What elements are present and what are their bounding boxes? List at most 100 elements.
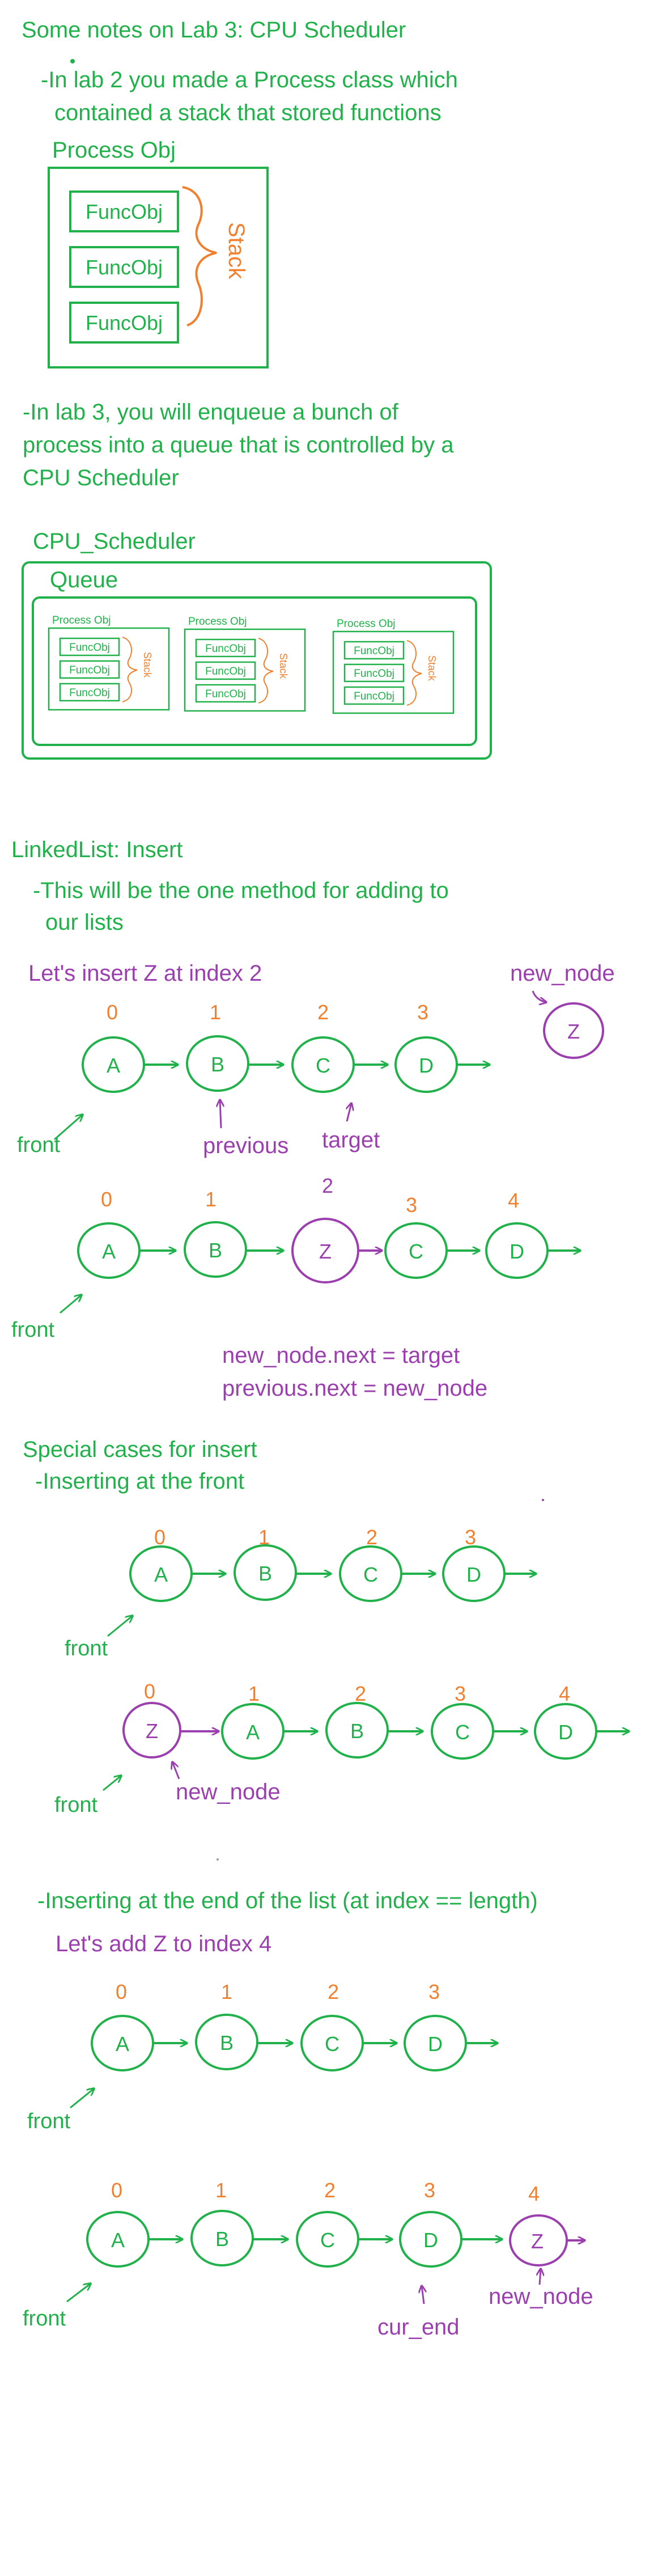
end-case-label: -Inserting at the end of the list (at in… [37, 1888, 538, 1913]
list-diagram-after-insert: 0 1 2 3 4 A B Z C D front new_node.next … [11, 1174, 580, 1401]
stack-label: Stack [224, 222, 249, 279]
svg-text:D: D [428, 2032, 443, 2056]
front-label: front [27, 2109, 70, 2133]
svg-text:D: D [510, 1240, 524, 1263]
process-obj-label: Process Obj [52, 138, 176, 163]
svg-text:B: B [220, 2031, 234, 2054]
svg-text:C: C [316, 1054, 330, 1077]
queued-process: Process Obj FuncObj FuncObj FuncObj Stac… [332, 618, 455, 714]
front-label: front [11, 1318, 54, 1342]
list-diagram-end-before: 0 1 2 3 A B C D front [27, 1980, 498, 2133]
end-example-title: Let's add Z to index 4 [56, 1931, 271, 1956]
func-obj-label: FuncObj [86, 256, 163, 279]
mini-process-label: Process Obj [188, 616, 247, 628]
insert-heading: LinkedList: Insert [11, 837, 183, 862]
index-label: 1 [215, 2179, 227, 2202]
func-obj-box [69, 246, 179, 288]
cpu-scheduler-box [22, 561, 492, 760]
svg-text:Z: Z [567, 1020, 580, 1043]
svg-text:Z: Z [531, 2230, 544, 2253]
new-node-label: new_node [176, 1780, 281, 1804]
code-line-1: new_node.next = target [222, 1343, 460, 1368]
index-label: 3 [417, 1001, 428, 1024]
ink-dot [542, 1499, 544, 1501]
svg-text:Z: Z [146, 1719, 158, 1743]
func-obj-box [69, 302, 179, 344]
index-label: 2 [324, 2179, 336, 2202]
svg-text:B: B [211, 1053, 224, 1076]
list-diagram-front-before: 0 1 2 3 A B C D front [65, 1526, 536, 1660]
front-label: front [54, 1793, 97, 1817]
lab3-line-2: process into a queue that is controlled … [23, 433, 454, 457]
svg-text:Stack: Stack [278, 653, 289, 679]
index-label: 2 [317, 1001, 329, 1024]
index-label: 3 [424, 2179, 435, 2202]
insert-desc-line-1: -This will be the one method for adding … [33, 878, 449, 903]
svg-text:D: D [419, 1054, 434, 1077]
svg-text:FuncObj: FuncObj [354, 645, 394, 657]
special-heading: Special cases for insert [23, 1437, 257, 1462]
svg-text:B: B [215, 2227, 229, 2251]
front-label: front [17, 1133, 60, 1157]
svg-text:A: A [102, 1240, 116, 1263]
cpu-scheduler-label: CPU_Scheduler [33, 529, 196, 554]
svg-text:Stack: Stack [426, 655, 438, 681]
notes-title: Some notes on Lab 3: CPU Scheduler [22, 18, 406, 43]
svg-text:FuncObj: FuncObj [69, 687, 110, 699]
insert-example-title: Let's insert Z at index 2 [28, 961, 262, 986]
index-label: 4 [508, 1189, 519, 1212]
index-label: 3 [428, 1980, 440, 2003]
svg-text:FuncObj: FuncObj [69, 664, 110, 676]
svg-text:B: B [350, 1719, 364, 1743]
lab2-line-2: contained a stack that stored functions [54, 100, 442, 125]
index-label: 2 [366, 1526, 377, 1549]
queued-process: Process Obj FuncObj FuncObj FuncObj Stac… [184, 616, 306, 712]
lab3-line-3: CPU Scheduler [23, 465, 179, 490]
queue-label: Queue [50, 567, 118, 592]
process-obj-box [48, 167, 269, 368]
index-label: 2 [322, 1174, 333, 1197]
index-label: 1 [210, 1001, 221, 1024]
lab2-line-1: -In lab 2 you made a Process class which [41, 67, 458, 92]
svg-text:C: C [325, 2032, 340, 2056]
index-label: 3 [465, 1526, 476, 1549]
index-label: 1 [205, 1188, 217, 1211]
index-label: 0 [154, 1526, 166, 1549]
svg-text:A: A [107, 1054, 120, 1077]
index-label: 0 [116, 1980, 127, 2003]
index-label: 2 [328, 1980, 339, 2003]
index-label: 4 [559, 1682, 570, 1705]
list-diagram-front-after: 0 1 2 3 4 Z A B C D front new_node [54, 1680, 629, 1817]
mini-process-label: Process Obj [52, 615, 111, 626]
node-z [543, 1002, 604, 1059]
index-label: 0 [144, 1680, 155, 1703]
list-diagram-before-insert: 0 1 2 3 A B C D new_node Z front previou… [17, 961, 615, 1158]
func-obj-box [69, 190, 179, 232]
stack-brace [182, 186, 217, 327]
svg-text:D: D [558, 1721, 573, 1744]
svg-text:FuncObj: FuncObj [354, 668, 394, 680]
index-label: 1 [258, 1526, 270, 1549]
new-node-label: new_node [510, 961, 615, 986]
front-case-label: -Inserting at the front [35, 1469, 244, 1494]
insert-desc-line-2: our lists [45, 910, 124, 935]
svg-text:A: A [116, 2032, 129, 2056]
svg-text:FuncObj: FuncObj [205, 688, 246, 700]
index-label: 0 [111, 2179, 122, 2202]
svg-text:FuncObj: FuncObj [354, 690, 394, 702]
svg-text:B: B [209, 1239, 222, 1262]
svg-text:A: A [154, 1563, 168, 1586]
cur-end-label: cur_end [377, 2315, 460, 2340]
svg-text:A: A [111, 2228, 125, 2252]
list-diagram-end-after: 0 1 2 3 4 A B C D Z front cur_end new_no… [23, 2179, 593, 2340]
func-obj-label: FuncObj [86, 200, 163, 223]
svg-text:A: A [246, 1721, 260, 1744]
svg-text:C: C [409, 1240, 423, 1263]
svg-text:FuncObj: FuncObj [69, 642, 110, 654]
new-node-label: new_node [489, 2284, 593, 2309]
target-label: target [322, 1128, 380, 1153]
svg-text:FuncObj: FuncObj [205, 666, 246, 677]
func-obj-label: FuncObj [86, 311, 163, 334]
